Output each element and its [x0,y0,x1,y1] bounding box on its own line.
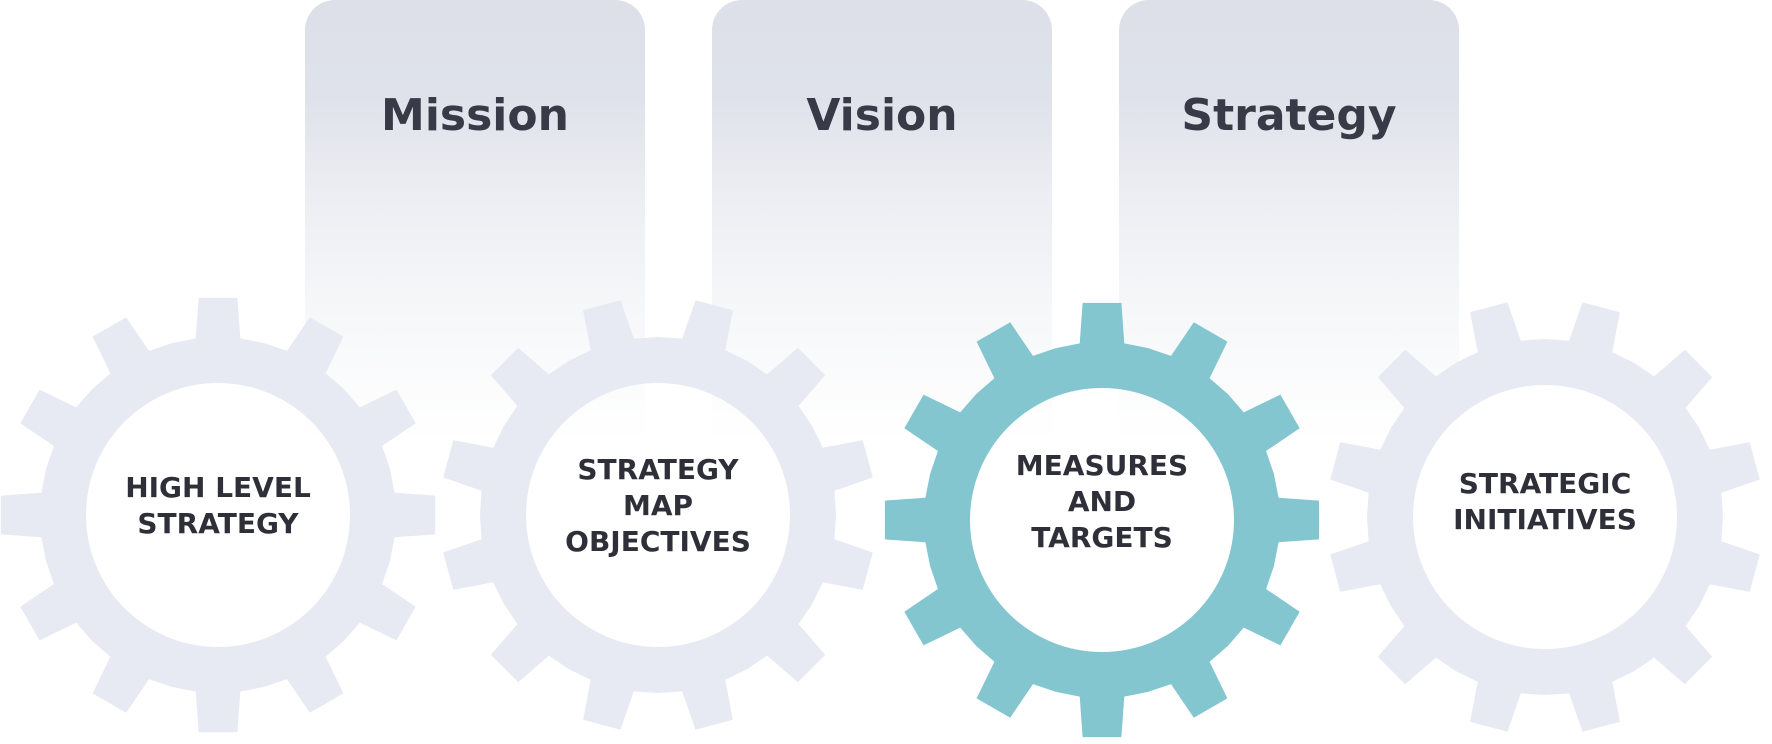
gear-icon-measures-and-targets [884,302,1320,738]
gear-label-strategy-map-objectives: STRATEGY MAP OBJECTIVES [565,453,751,558]
gear-icon-high-level-strategy [0,297,436,733]
panel-title-vision: Vision [806,90,958,141]
panel-mission: Mission [305,0,645,440]
panel-title-mission: Mission [381,90,569,141]
gear-label-high-level-strategy: HIGH LEVEL STRATEGY [125,471,311,540]
gear-icon-strategy-map-objectives [443,300,873,730]
gear-icon-strategic-initiatives [1330,302,1760,732]
gear-label-measures-and-targets: MEASURES AND TARGETS [1015,449,1189,554]
panel-title-strategy: Strategy [1181,90,1397,141]
gear-label-strategic-initiatives: STRATEGIC INITIATIVES [1453,467,1637,536]
